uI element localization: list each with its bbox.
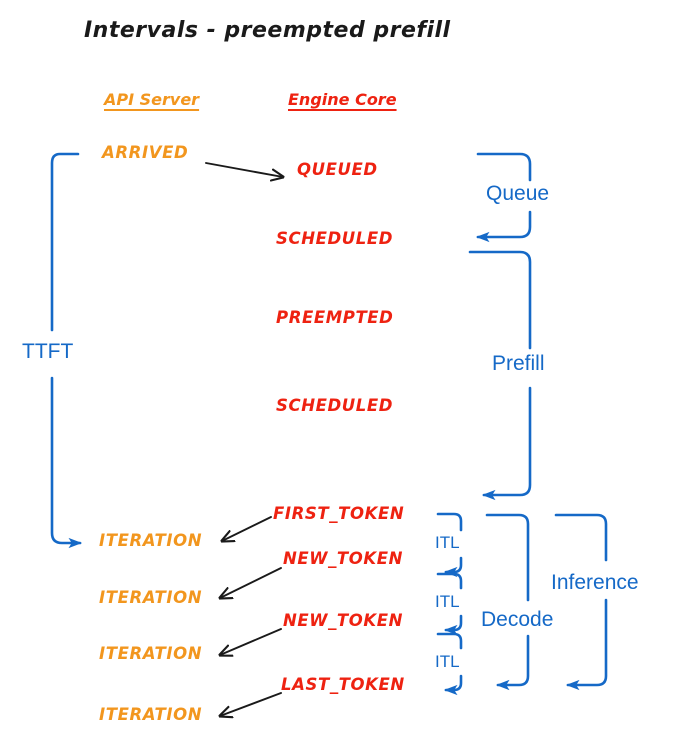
interval-label-inference: Inference bbox=[551, 571, 639, 594]
arrow-new-token-to-iteration-1 bbox=[220, 567, 282, 598]
arrow-first-token-to-iteration bbox=[222, 516, 272, 541]
arrow-last-token-to-iteration bbox=[220, 692, 282, 716]
column-header-api-server: API Server bbox=[104, 90, 200, 109]
event-iteration-1: ITERATION bbox=[99, 531, 203, 550]
interval-label-queue: Queue bbox=[486, 182, 550, 205]
interval-label-itl-2: ITL bbox=[435, 592, 460, 611]
column-header-engine-core: Engine Core bbox=[288, 90, 397, 109]
interval-label-itl-3: ITL bbox=[435, 652, 460, 671]
event-last-token: LAST_TOKEN bbox=[281, 675, 405, 694]
event-scheduled-1: SCHEDULED bbox=[276, 229, 394, 248]
event-scheduled-2: SCHEDULED bbox=[276, 396, 394, 415]
event-preempted: PREEMPTED bbox=[276, 308, 394, 327]
event-iteration-2: ITERATION bbox=[99, 588, 203, 607]
interval-label-decode: Decode bbox=[481, 608, 554, 631]
event-arrived: ARRIVED bbox=[102, 143, 189, 162]
event-queued: QUEUED bbox=[297, 160, 378, 179]
page-title: Intervals - preempted prefill bbox=[84, 18, 451, 43]
interval-label-itl-1: ITL bbox=[435, 533, 460, 552]
bracket-decode bbox=[487, 513, 530, 685]
arrow-arrived-to-queued bbox=[205, 162, 283, 177]
arrow-new-token-to-iteration-2 bbox=[220, 628, 282, 655]
event-new-token-1: NEW_TOKEN bbox=[283, 549, 404, 568]
interval-label-prefill: Prefill bbox=[492, 352, 545, 375]
interval-label-ttft: TTFT bbox=[22, 340, 74, 363]
event-iteration-3: ITERATION bbox=[99, 644, 203, 663]
event-new-token-2: NEW_TOKEN bbox=[283, 611, 404, 630]
event-iteration-4: ITERATION bbox=[99, 705, 203, 724]
event-first-token: FIRST_TOKEN bbox=[273, 504, 405, 523]
bracket-inference bbox=[556, 513, 608, 685]
